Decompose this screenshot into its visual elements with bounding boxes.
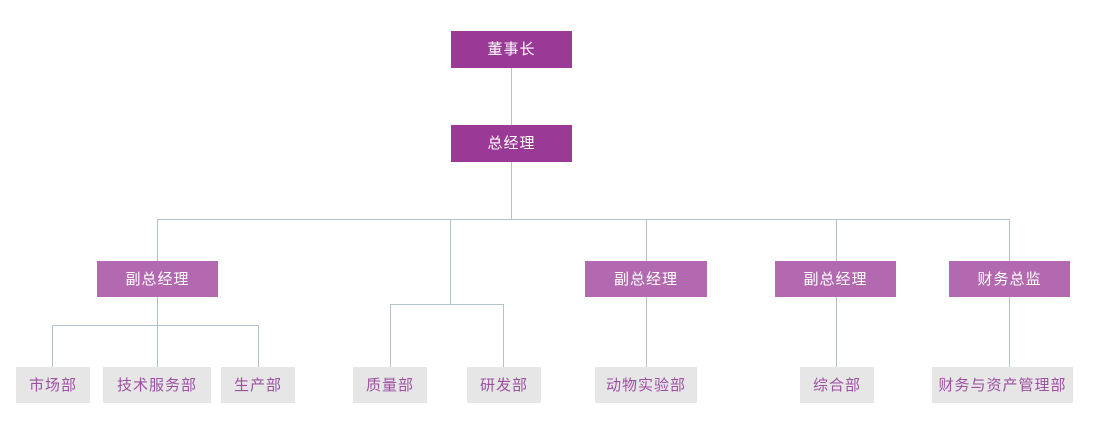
org-node-dept-marketing: 市场部	[16, 367, 90, 403]
connector-gm-to-bus	[511, 162, 512, 219]
org-node-dept-rd-label: 研发部	[479, 376, 528, 394]
org-node-dept-general: 综合部	[800, 367, 874, 403]
org-node-deputy-gm-2-label: 副总经理	[613, 270, 678, 288]
org-node-deputy-gm-3: 副总经理	[775, 261, 896, 297]
connector-bus-to-cfo	[1009, 219, 1010, 261]
connector-to-dept-general	[836, 297, 837, 367]
org-node-deputy-gm-1: 副总经理	[97, 261, 218, 297]
org-node-dept-finance-asset-label: 财务与资产管理部	[938, 376, 1067, 394]
org-node-dept-finance-asset: 财务与资产管理部	[932, 367, 1073, 403]
connector-to-dept-marketing	[52, 325, 53, 367]
connector-subbus-2	[390, 304, 504, 305]
org-node-cfo: 财务总监	[949, 261, 1070, 297]
connector-to-dept-animal-lab	[646, 297, 647, 367]
connector-deputy-gm-1-to-subbus	[157, 297, 158, 325]
connector-main-bus	[157, 219, 1010, 220]
org-node-dept-animal-lab: 动物实验部	[595, 367, 697, 403]
connector-bus-to-deputy-gm-3	[836, 219, 837, 261]
org-node-dept-animal-lab-label: 动物实验部	[605, 376, 686, 394]
org-node-dept-marketing-label: 市场部	[28, 376, 77, 394]
org-node-chairman-label: 董事长	[487, 41, 536, 58]
connector-bus-to-deputy-gm-2	[646, 219, 647, 261]
org-node-dept-tech-service: 技术服务部	[103, 367, 211, 403]
connector-bus-to-qa-rd-branch	[450, 219, 451, 304]
org-node-deputy-gm-3-label: 副总经理	[803, 270, 868, 288]
org-node-dept-quality-label: 质量部	[365, 376, 414, 394]
org-node-chairman: 董事长	[451, 31, 572, 68]
org-node-general-manager-label: 总经理	[487, 135, 536, 152]
connector-to-dept-finance-asset	[1009, 297, 1010, 367]
org-node-dept-production: 生产部	[221, 367, 295, 403]
connector-to-dept-rd	[503, 304, 504, 367]
org-node-dept-general-label: 综合部	[812, 376, 861, 394]
connector-to-dept-tech-service	[157, 325, 158, 367]
org-node-general-manager: 总经理	[451, 125, 572, 162]
org-node-deputy-gm-1-label: 副总经理	[125, 270, 190, 288]
connector-bus-to-deputy-gm-1	[157, 219, 158, 261]
org-node-deputy-gm-2: 副总经理	[585, 261, 707, 297]
org-node-dept-quality: 质量部	[353, 367, 427, 403]
org-node-cfo-label: 财务总监	[977, 270, 1042, 288]
org-node-dept-tech-service-label: 技术服务部	[116, 376, 197, 394]
connector-to-dept-quality	[390, 304, 391, 367]
connector-chairman-to-gm	[511, 68, 512, 125]
connector-to-dept-production	[258, 325, 259, 367]
org-node-dept-production-label: 生产部	[233, 376, 282, 394]
connector-subbus-1	[52, 325, 259, 326]
org-node-dept-rd: 研发部	[467, 367, 541, 403]
